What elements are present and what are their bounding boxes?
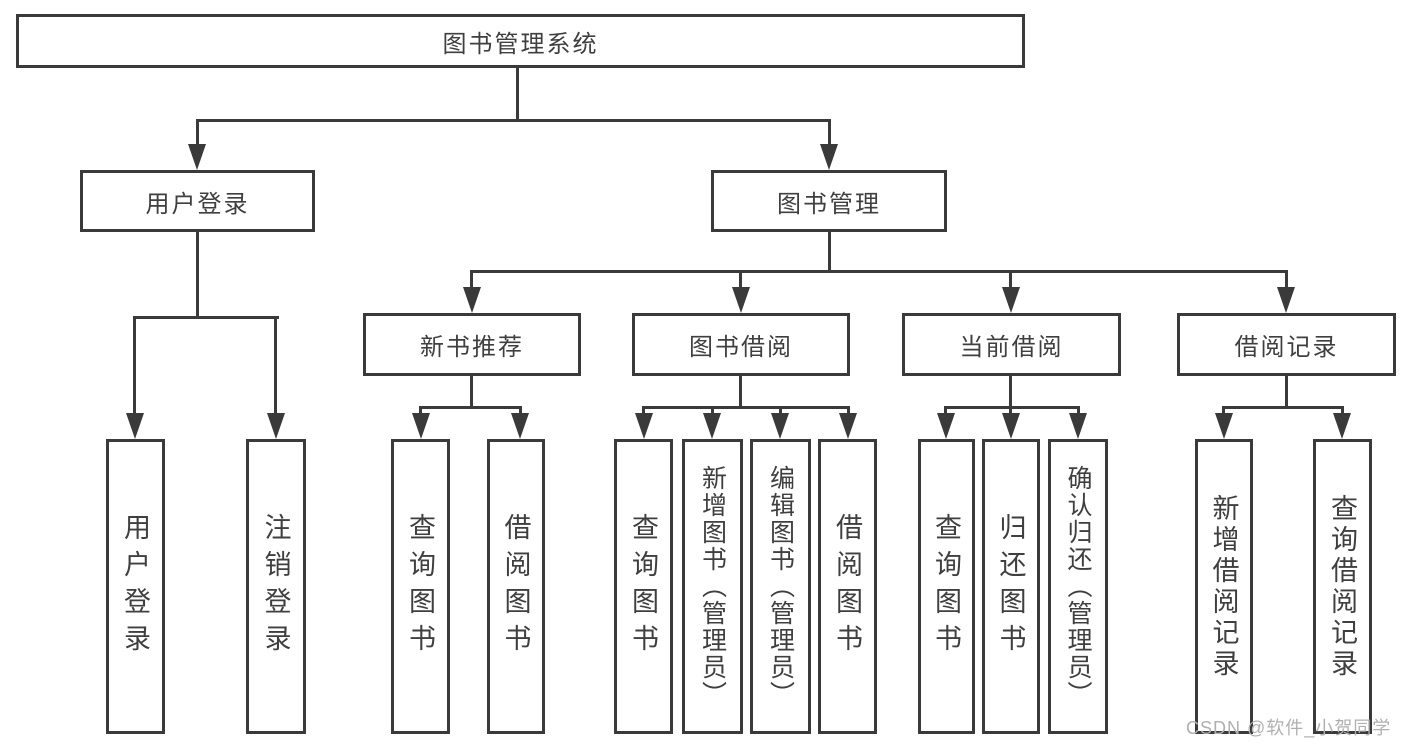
arrow-down-icon [1215,413,1233,439]
leaf-logout-label: 注销登录 [260,512,291,661]
node-user-login: 用户登录 [80,170,315,232]
arrow-down-icon [937,413,955,439]
leaf-query-books-recommend: 查询图书 [391,439,450,734]
node-new-book-recommend: 新书推荐 [363,313,581,376]
connector-line [779,406,782,415]
connector-line [828,119,831,145]
arrow-down-icon [126,413,144,439]
connector-line [470,270,1288,273]
leaf-borrow-books-recommend-label: 借阅图书 [500,512,531,661]
leaf-user-login-label: 用户登录 [120,512,150,661]
leaf-query-books-current-label: 查询图书 [931,512,961,661]
connector-line [1222,406,1225,415]
connector-line [944,406,1080,409]
leaf-return-book-label: 归还图书 [995,512,1026,661]
leaf-confirm-return-admin-label: 确认归还（管理员） [1064,465,1092,708]
connector-line [739,270,742,288]
arrow-down-icon [463,287,481,313]
connector-line [516,68,519,122]
leaf-query-books-current: 查询图书 [918,439,975,734]
leaf-add-borrow-record: 新增借阅记录 [1195,439,1253,734]
connector-line [196,232,199,319]
connector-line [944,406,947,415]
arrow-down-icon [267,413,285,439]
connector-line [470,270,473,288]
connector-line [828,232,831,273]
connector-line [196,119,199,145]
node-borrow-records: 借阅记录 [1177,313,1396,376]
connector-line [1009,270,1012,288]
connector-line [642,406,850,409]
arrow-down-icon [703,413,721,439]
node-library-system-label: 图书管理系统 [442,30,599,58]
leaf-return-book: 归还图书 [982,439,1040,734]
connector-line [519,406,522,415]
node-borrow-records-label: 借阅记录 [1234,334,1339,361]
connector-line [1341,406,1344,415]
leaf-query-books-recommend-label: 查询图书 [405,512,435,661]
arrow-down-icon [839,413,857,439]
connector-line [133,316,136,415]
connector-line [419,406,522,409]
node-library-system: 图书管理系统 [16,14,1025,68]
leaf-borrow-books-recommend: 借阅图书 [487,439,545,734]
watermark: CSDN @软件_小贺同学 [1186,718,1392,738]
leaf-add-book-admin: 新增图书（管理员） [682,439,743,734]
leaf-query-books-borrow-label: 查询图书 [628,512,658,661]
connector-line [1077,406,1080,415]
arrow-down-icon [1277,287,1295,313]
node-book-borrow-label: 图书借阅 [689,334,793,361]
arrow-down-icon [732,287,750,313]
leaf-edit-book-admin: 编辑图书（管理员） [750,439,811,734]
node-book-borrow: 图书借阅 [632,313,850,376]
connector-line [133,316,279,319]
node-user-login-label: 用户登录 [145,190,250,218]
arrow-down-icon [412,413,430,439]
connector-line [642,406,645,415]
connector-line [1009,376,1012,409]
leaf-query-books-borrow: 查询图书 [614,439,673,734]
node-current-borrow: 当前借阅 [902,313,1121,376]
leaf-query-borrow-record-label: 查询借阅记录 [1327,493,1357,680]
leaf-borrow-books: 借阅图书 [818,439,877,734]
leaf-borrow-books-label: 借阅图书 [832,512,862,661]
connector-line [274,316,277,415]
leaf-add-borrow-record-label: 新增借阅记录 [1208,493,1239,680]
arrow-down-icon [1002,287,1020,313]
leaf-logout: 注销登录 [246,439,306,734]
leaf-add-book-admin-label: 新增图书（管理员） [698,465,727,708]
arrow-down-icon [1002,413,1020,439]
arrow-down-icon [1069,413,1087,439]
arrow-down-icon [511,413,529,439]
connector-line [1009,406,1012,415]
connector-line [470,376,473,409]
connector-line [739,376,742,409]
arrow-down-icon [771,413,789,439]
connector-line [1285,376,1288,409]
node-book-management-label: 图书管理 [777,190,881,218]
leaf-query-borrow-record: 查询借阅记录 [1313,439,1372,734]
arrow-down-icon [635,413,653,439]
node-new-book-recommend-label: 新书推荐 [420,334,524,361]
connector-line [847,406,850,415]
arrow-down-icon [820,144,838,170]
connector-line [1285,270,1288,288]
leaf-edit-book-admin-label: 编辑图书（管理员） [766,465,795,708]
connector-line [419,406,422,415]
node-current-borrow-label: 当前借阅 [959,334,1064,361]
node-book-management: 图书管理 [711,170,947,232]
arrow-down-icon [1333,413,1351,439]
connector-line [711,406,714,415]
arrow-down-icon [188,144,206,170]
connector-line [196,119,831,122]
connector-line [1222,406,1344,409]
leaf-user-login: 用户登录 [106,439,165,734]
leaf-confirm-return-admin: 确认归还（管理员） [1048,439,1108,734]
